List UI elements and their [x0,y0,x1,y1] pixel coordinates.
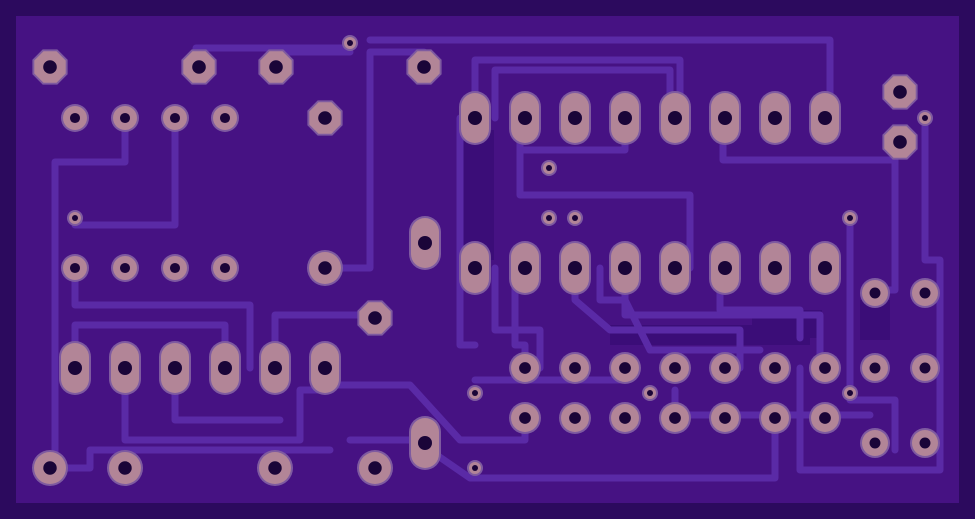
oval-pad-icon [659,91,691,145]
oval-pad-icon [759,91,791,145]
round-pad-icon [161,104,189,132]
via-icon [67,210,83,226]
round-pad-icon [307,250,343,286]
copper-trace-edge [846,214,899,454]
oval-pad-icon [609,241,641,295]
round-pad-icon [211,104,239,132]
via-icon [842,210,858,226]
copper-pour-region [458,130,494,260]
copper-trace-edge [471,56,684,122]
copper-trace-edge [51,114,129,474]
round-pad-icon [111,104,139,132]
octagon-pad-icon [357,300,393,336]
oval-pad-icon [209,341,241,395]
oval-pad-icon [109,341,141,395]
round-pad-icon [111,254,139,282]
pad-layer [32,35,940,486]
round-pad-icon [860,278,890,308]
oval-pad-icon [259,341,291,395]
octagon-pad-icon [882,124,918,160]
round-pad-icon [559,352,591,384]
via-icon [467,460,483,476]
oval-pad-icon [659,241,691,295]
round-pad-icon [32,450,68,486]
oval-pad-icon [559,241,591,295]
round-pad-icon [860,353,890,383]
oval-pad-icon [509,91,541,145]
round-pad-icon [910,278,940,308]
round-pad-icon [559,402,591,434]
oval-pad-icon [409,416,441,470]
via-icon [917,110,933,126]
oval-pad-icon [809,241,841,295]
copper-trace-edge [121,364,329,444]
oval-pad-icon [809,91,841,145]
round-pad-icon [659,352,691,384]
oval-pad-icon [759,241,791,295]
via-icon [467,385,483,401]
round-pad-icon [609,402,641,434]
octagon-pad-icon [406,49,442,85]
round-pad-icon [709,352,741,384]
octagon-pad-icon [32,49,68,85]
round-pad-icon [211,254,239,282]
octagon-pad-icon [882,74,918,110]
octagon-pad-icon [307,100,343,136]
via-icon [842,385,858,401]
copper-trace-edge [71,114,179,229]
oval-pad-icon [459,241,491,295]
round-pad-icon [257,450,293,486]
oval-pad-icon [709,241,741,295]
octagon-pad-icon [181,49,217,85]
oval-pad-icon [459,91,491,145]
oval-pad-icon [409,216,441,270]
round-pad-icon [809,352,841,384]
via-icon [642,385,658,401]
round-pad-icon [709,402,741,434]
round-pad-icon [161,254,189,282]
round-pad-icon [509,352,541,384]
round-pad-icon [61,254,89,282]
round-pad-icon [809,402,841,434]
round-pad-icon [860,428,890,458]
via-icon [567,210,583,226]
oval-pad-icon [509,241,541,295]
via-icon [541,160,557,176]
round-pad-icon [509,402,541,434]
round-pad-icon [107,450,143,486]
copper-trace-edge [71,264,254,372]
copper-trace-edge [456,114,479,349]
round-pad-icon [759,352,791,384]
via-icon [541,210,557,226]
octagon-pad-icon [258,49,294,85]
copper-trace-edge [64,446,334,472]
round-pad-icon [61,104,89,132]
round-pad-icon [659,402,691,434]
oval-pad-icon [59,341,91,395]
oval-pad-icon [159,341,191,395]
oval-pad-icon [709,91,741,145]
round-pad-icon [759,402,791,434]
round-pad-icon [357,450,393,486]
round-pad-icon [910,428,940,458]
copper-trace-edge [796,114,944,474]
oval-pad-icon [309,341,341,395]
oval-pad-icon [609,91,641,145]
round-pad-icon [609,352,641,384]
via-icon [342,35,358,51]
copper-trace-edge [346,414,779,482]
copper-trace-edge [516,114,694,272]
round-pad-icon [910,353,940,383]
oval-pad-icon [559,91,591,145]
